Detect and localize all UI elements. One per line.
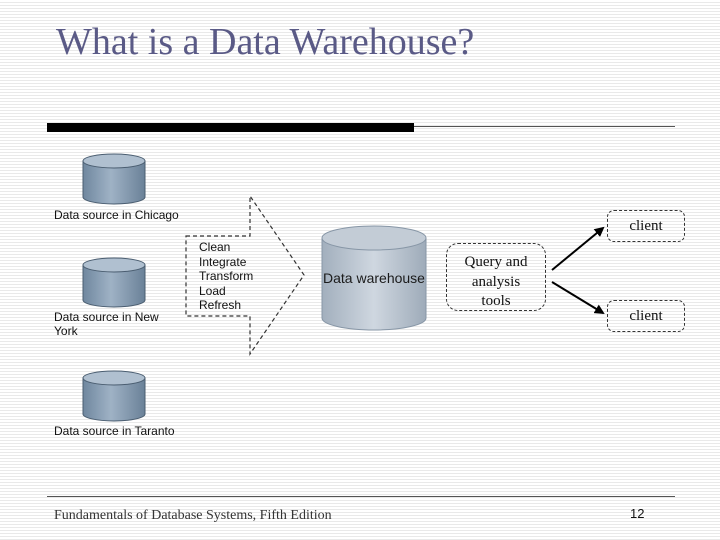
query-tools-line-1: Query and — [464, 254, 528, 270]
query-tools-box — [446, 243, 546, 311]
process-step-clean: Clean — [199, 240, 231, 254]
process-steps-list: Clean Integrate Transform Load Refresh — [199, 240, 253, 313]
source-label-new-york: Data source in New York — [54, 310, 159, 338]
process-step-transform: Transform — [199, 269, 254, 283]
source-label-taranto: Data source in Taranto — [54, 424, 175, 438]
client-label-top: client — [629, 218, 663, 234]
title-underline-thick — [47, 123, 414, 132]
data-warehouse-label: Data warehouse — [323, 270, 425, 286]
page-number: 12 — [630, 506, 645, 521]
database-icon-taranto — [82, 370, 146, 422]
process-step-load: Load — [199, 283, 226, 298]
query-tools-line-2: analysis — [471, 273, 521, 290]
process-step-refresh: Refresh — [199, 298, 242, 312]
slide-title: What is a Data Warehouse? — [56, 21, 475, 63]
client-box-top — [607, 210, 685, 242]
process-step-integrate: Integrate — [199, 254, 247, 269]
database-icon-chicago — [82, 153, 146, 205]
process-arrow — [185, 194, 305, 356]
arrow-to-client-bottom — [551, 281, 605, 315]
footer-rule — [47, 496, 675, 497]
arrow-to-client-top — [551, 226, 605, 271]
footer-text: Fundamentals of Database Systems, Fifth … — [54, 508, 332, 523]
query-tools-label: Query and analysis tools — [446, 253, 546, 312]
query-tools-line-3: tools — [481, 293, 511, 309]
source-label-chicago: Data source in Chicago — [54, 208, 179, 222]
title-underline-thin — [414, 126, 675, 127]
client-box-bottom — [607, 300, 685, 332]
client-label-bottom: client — [629, 308, 663, 324]
data-warehouse-icon — [321, 225, 427, 331]
database-icon-new-york — [82, 257, 146, 308]
